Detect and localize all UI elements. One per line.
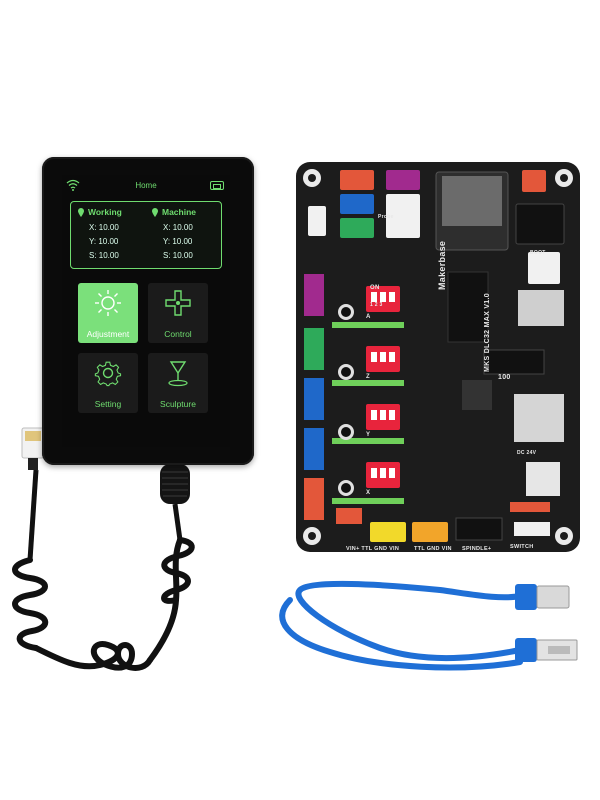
- ttl-gnd-vin-a: VIN+ TTL GND VIN: [346, 546, 400, 552]
- tile-label: Setting: [94, 399, 122, 409]
- control-board: [296, 162, 580, 552]
- location-pin-icon: [152, 207, 158, 217]
- dip-on-label: ON: [370, 285, 380, 291]
- machine-coords: Machine X: 10.00 Y: 10.00 S: 10.00: [151, 206, 221, 260]
- axis-label-x: X: [366, 490, 371, 496]
- tile-label: Control: [164, 329, 192, 339]
- control-tile[interactable]: Control: [148, 283, 208, 343]
- coordinates-panel: Working X: 10.00 Y: 10.00 S: 10.00 Machi…: [70, 201, 222, 269]
- axis-label-y: Y: [366, 432, 371, 438]
- working-x: X: 10.00: [89, 223, 119, 232]
- switch-label: SWITCH: [510, 544, 534, 550]
- setting-tile[interactable]: Setting: [78, 353, 138, 413]
- adjustment-tile[interactable]: Adjustment: [78, 283, 138, 343]
- status-bar: Home: [62, 175, 230, 197]
- boot-label: BOOT: [530, 250, 546, 256]
- touch-screen-device: Home Working X: 10.00 Y: 10.00 S: 10.00 …: [42, 157, 254, 465]
- working-s: S: 10.00: [89, 251, 119, 260]
- probe-label: Probe: [378, 214, 394, 220]
- tile-label: Sculpture: [160, 399, 196, 409]
- machine-s: S: 10.00: [163, 251, 193, 260]
- working-y: Y: 10.00: [89, 237, 119, 246]
- ttl-gnd-vin-b: TTL GND VIN: [414, 546, 452, 552]
- gear-icon: [94, 361, 122, 387]
- machine-label: Machine: [162, 207, 197, 217]
- dip-numbers: 1 2 3: [370, 302, 383, 308]
- axis-label-z: Z: [366, 374, 370, 380]
- dc-label: DC 24V: [517, 450, 537, 456]
- axis-label-a: A: [366, 314, 371, 320]
- wifi-icon: [66, 179, 80, 191]
- working-label: Working: [88, 207, 122, 217]
- machine-x: X: 10.00: [163, 223, 193, 232]
- status-title: Home: [135, 181, 157, 190]
- battery-icon: [210, 181, 224, 190]
- dpad-icon: [165, 290, 191, 316]
- sculpture-tile[interactable]: Sculpture: [148, 353, 208, 413]
- tile-label: Adjustment: [86, 329, 130, 339]
- sun-icon: [95, 290, 121, 316]
- spindle-label: SPINDLE+: [462, 546, 492, 552]
- led-label: 100: [498, 374, 511, 381]
- screen: Home Working X: 10.00 Y: 10.00 S: 10.00 …: [62, 175, 230, 447]
- engraver-icon: [168, 361, 188, 387]
- working-coords: Working X: 10.00 Y: 10.00 S: 10.00: [77, 206, 147, 260]
- machine-y: Y: 10.00: [163, 237, 193, 246]
- location-pin-icon: [78, 207, 84, 217]
